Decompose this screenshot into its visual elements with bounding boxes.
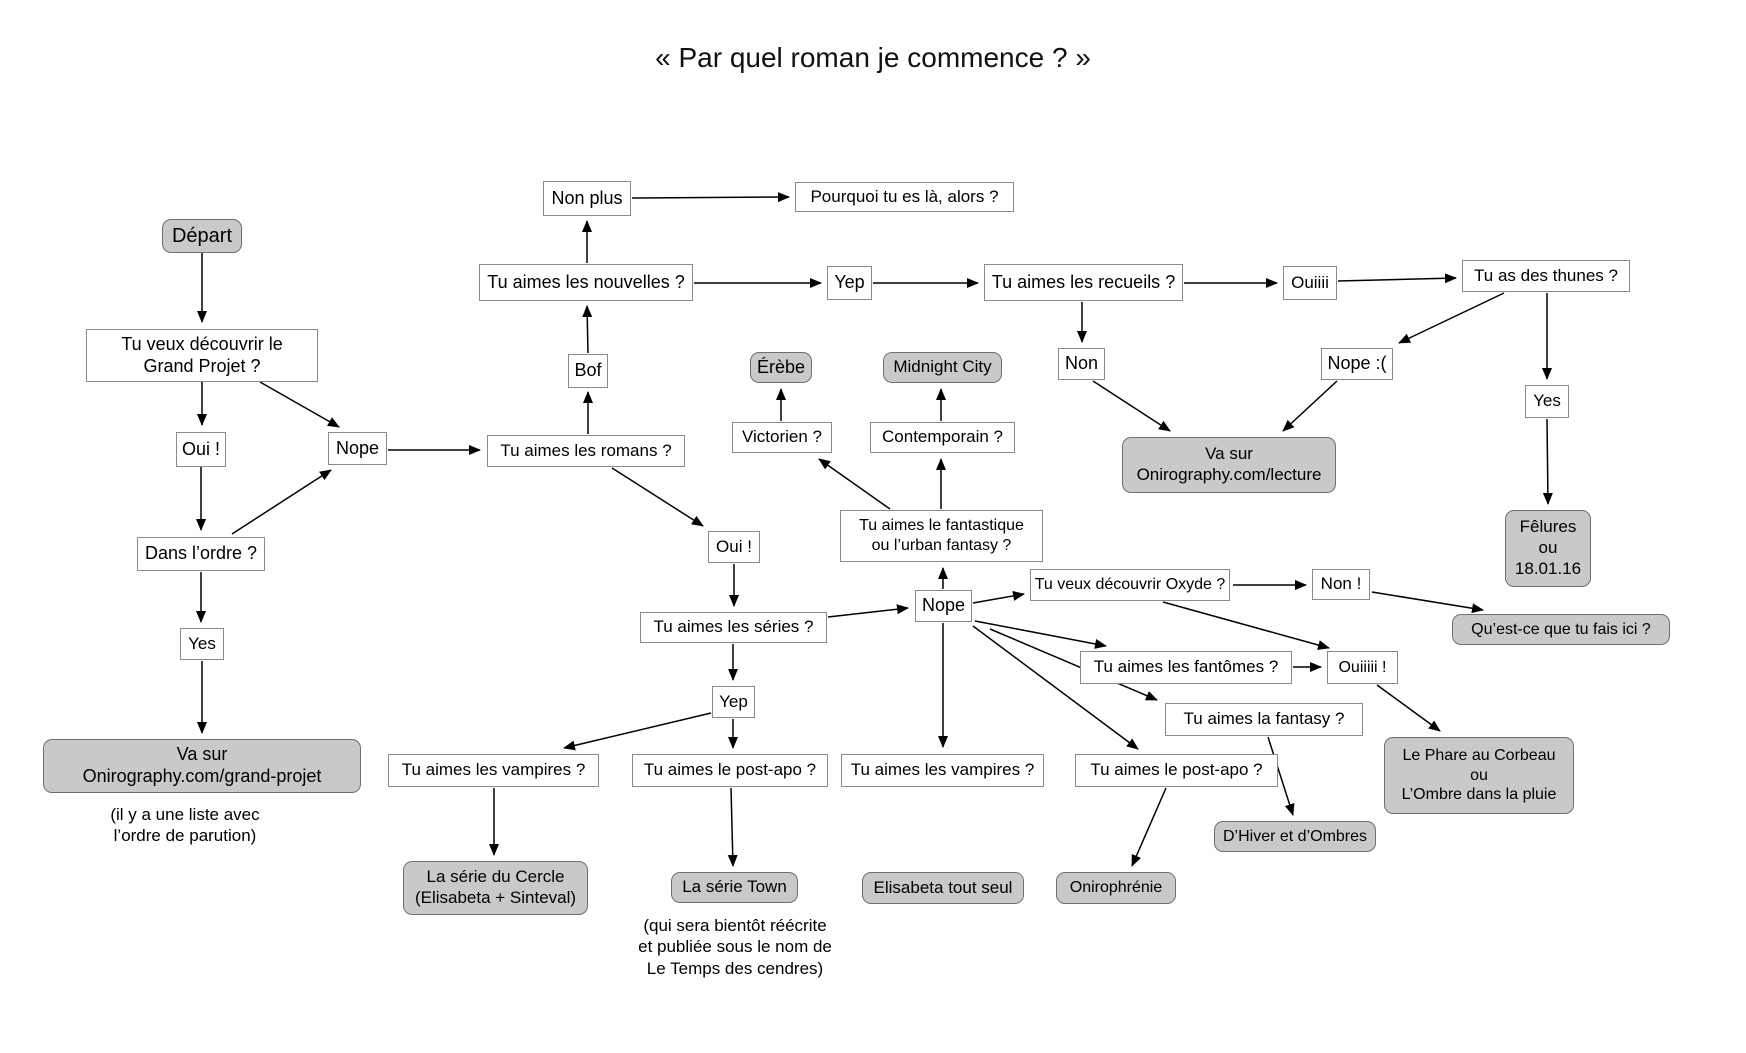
node-victorien: Victorien ? — [732, 422, 832, 453]
page-title: « Par quel roman je commence ? » — [655, 42, 1091, 73]
node-postapo-1: Tu aimes le post-apo ? — [632, 754, 828, 787]
node-vampires-1: Tu aimes les vampires ? — [388, 754, 599, 787]
node-oui-2: Oui ! — [708, 531, 760, 563]
node-pourquoi: Pourquoi tu es là, alors ? — [795, 182, 1014, 212]
arrow-oxyde-to-ouiiiii — [1162, 601, 1330, 650]
arrow-thunes-to-nope-sad — [1398, 292, 1505, 344]
arrow-nope-hub-to-fantomes — [974, 620, 1107, 649]
arrow-non-plus-to-pourquoi — [631, 192, 790, 203]
arrow-grand-projet-to-nope — [259, 381, 340, 428]
node-nope-hub: Nope — [915, 590, 972, 622]
arrow-nope-hub-to-oxyde — [972, 590, 1025, 604]
arrow-ouiiiii-to-phare — [1376, 684, 1441, 732]
node-midnight-city: Midnight City — [883, 352, 1002, 383]
node-thunes: Tu as des thunes ? — [1462, 260, 1630, 292]
node-recueils: Tu aimes les recueils ? — [984, 264, 1183, 301]
node-non-2: Non — [1058, 348, 1105, 380]
node-fantasy: Tu aimes la fantasy ? — [1165, 703, 1363, 736]
node-romans: Tu aimes les romans ? — [487, 435, 685, 467]
node-bof: Bof — [568, 354, 608, 388]
node-dhiver: D’Hiver et d’Ombres — [1214, 821, 1376, 852]
arrow-non-to-quest-ce — [1371, 591, 1484, 614]
node-fantomes: Tu aimes les fantômes ? — [1080, 651, 1292, 684]
node-yes-2: Yes — [1525, 385, 1569, 418]
arrow-non-to-va-lecture — [1092, 380, 1171, 432]
node-town: La série Town — [671, 872, 798, 903]
arrow-fantasy-to-dhiver — [1267, 736, 1295, 816]
node-cercle: La série du Cercle (Elisabeta + Sinteval… — [403, 861, 588, 915]
node-nope-1: Nope — [328, 432, 387, 465]
node-va-grand-projet: Va sur Onirography.com/grand-projet — [43, 739, 361, 793]
arrow-dans-lordre-to-nope — [231, 469, 332, 535]
arrow-nope-sad-to-va-lecture — [1282, 380, 1338, 432]
node-erebe: Érèbe — [750, 352, 812, 383]
node-yep-2: Yep — [712, 686, 755, 718]
node-felures: Fêlures ou 18.01.16 — [1505, 510, 1591, 587]
arrow-ouiiii-to-thunes — [1337, 273, 1457, 284]
node-nope-sad: Nope :( — [1321, 348, 1393, 380]
arrow-series-to-nope-hub — [827, 604, 909, 618]
node-yes-1: Yes — [180, 628, 224, 660]
node-onirophrenie: Onirophrénie — [1056, 872, 1176, 904]
node-contemporain: Contemporain ? — [870, 422, 1015, 453]
node-vampires-2: Tu aimes les vampires ? — [841, 754, 1044, 787]
node-non-3: Non ! — [1312, 569, 1370, 600]
node-postapo-2: Tu aimes le post-apo ? — [1075, 754, 1278, 787]
node-quest-ce: Qu’est-ce que tu fais ici ? — [1452, 614, 1670, 645]
node-oxyde: Tu veux découvrir Oxyde ? — [1030, 569, 1230, 601]
node-nouvelles: Tu aimes les nouvelles ? — [479, 264, 693, 301]
node-ouiiiii: Ouiiiii ! — [1327, 651, 1398, 684]
arrow-yes-to-felures — [1542, 418, 1553, 505]
node-ouiiii: Ouiiii — [1283, 266, 1337, 300]
node-oui-1: Oui ! — [176, 432, 226, 467]
node-fantastique: Tu aimes le fantastique ou l’urban fanta… — [840, 510, 1043, 562]
arrow-postapo1-to-town — [727, 787, 738, 867]
arrow-nope-hub-to-fantasy — [989, 628, 1158, 701]
node-yep-1: Yep — [827, 266, 872, 300]
arrow-fantastique-to-victorien — [818, 458, 891, 510]
node-grand-projet-question: Tu veux découvrir le Grand Projet ? — [86, 329, 318, 382]
note-town: (qui sera bientôt réécrite et publiée so… — [638, 916, 832, 978]
arrow-bof-to-nouvelles — [582, 305, 593, 354]
node-series: Tu aimes les séries ? — [640, 612, 827, 643]
node-dans-lordre: Dans l’ordre ? — [137, 537, 265, 571]
arrow-postapo2-to-onirophrenie — [1131, 787, 1167, 867]
arrow-romans-to-oui — [611, 467, 704, 527]
node-depart: Départ — [162, 219, 242, 253]
node-phare: Le Phare au Corbeau ou L’Ombre dans la p… — [1384, 737, 1574, 814]
note-grand-projet: (il y a une liste avec l’ordre de paruti… — [110, 805, 260, 846]
node-non-plus: Non plus — [543, 181, 631, 216]
node-va-lecture: Va sur Onirography.com/lecture — [1122, 437, 1336, 493]
node-elisabeta: Elisabeta tout seul — [862, 872, 1024, 904]
arrow-nope-hub-to-postapo2 — [972, 625, 1139, 750]
arrow-yep-to-vampires1 — [563, 712, 712, 751]
